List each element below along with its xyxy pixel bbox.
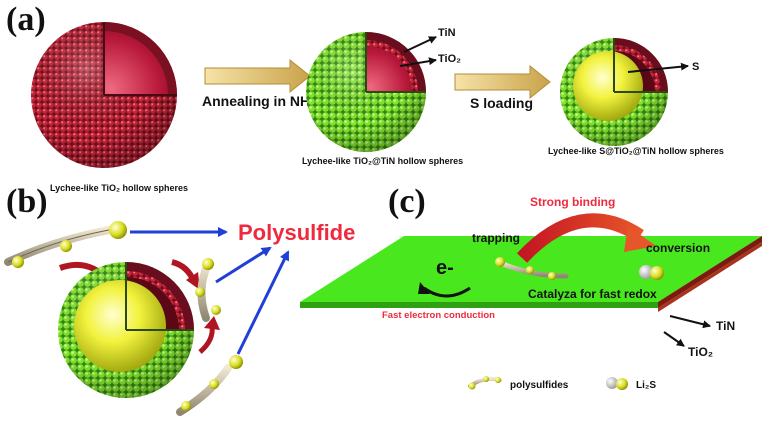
electron-flow-arrow bbox=[423, 286, 471, 298]
step-annealing-label: Annealing in NH₃ bbox=[202, 93, 317, 109]
polysulfide-label: Polysulfide bbox=[238, 220, 355, 245]
catalyze-label: Catalyza for fast redox bbox=[528, 287, 657, 301]
step-s-loading-label: S loading bbox=[470, 95, 533, 111]
legend-li2s-label: Li₂S bbox=[636, 380, 656, 391]
surface-li2s bbox=[639, 265, 664, 280]
legend-polysulfides-label: polysulfides bbox=[510, 380, 569, 391]
caption-s-tio2-tin-spheres: Lychee-like S@TiO₂@TiN hollow spheres bbox=[548, 146, 724, 156]
s-loading-arrow bbox=[454, 64, 551, 100]
panel-a-label: (a) bbox=[6, 1, 46, 38]
layer-tin-label: TiN bbox=[716, 319, 735, 333]
layer-tin-arrow bbox=[669, 315, 711, 329]
blue-arrow-bottom bbox=[236, 250, 290, 355]
tio2-tin-hollow-sphere bbox=[306, 32, 426, 152]
blue-arrow-middle bbox=[215, 246, 272, 284]
annealing-arrow bbox=[204, 58, 311, 94]
trapping-label: trapping bbox=[472, 231, 520, 245]
layer-tio2-arrow bbox=[663, 331, 685, 347]
s-tio2-tin-hollow-sphere bbox=[560, 38, 668, 146]
panel-b-label: (b) bbox=[6, 183, 48, 220]
tio2-hollow-sphere bbox=[31, 22, 177, 168]
caption-tio2-spheres: Lychee-like TiO₂ hollow spheres bbox=[50, 183, 188, 193]
callout-tio2: TiO₂ bbox=[438, 53, 461, 65]
polysulfide-chain-bottom bbox=[176, 355, 243, 416]
electron-label: e- bbox=[436, 257, 454, 279]
fast-electron-label: Fast electron conduction bbox=[382, 310, 495, 321]
polysulfide-chain-middle bbox=[195, 258, 221, 322]
panel-c-label: (c) bbox=[388, 183, 426, 220]
layer-tio2-label: TiO₂ bbox=[688, 345, 713, 359]
polysulfide-chain-top bbox=[4, 221, 127, 268]
tio2-callout-arrow bbox=[399, 57, 437, 67]
surface-polysulfide bbox=[495, 257, 569, 280]
s-tio2-tin-sphere-large bbox=[58, 262, 194, 398]
red-curved-arrow-bottom bbox=[198, 325, 215, 354]
tin-callout-arrow bbox=[403, 36, 437, 53]
callout-tin: TiN bbox=[438, 27, 456, 39]
caption-tio2-tin-spheres: Lychee-like TiO₂@TiN hollow spheres bbox=[302, 156, 463, 166]
legend-polysulfides-icon bbox=[468, 376, 502, 390]
legend-li2s-icon bbox=[606, 377, 628, 390]
s-callout-arrow bbox=[627, 62, 689, 73]
conversion-label: conversion bbox=[646, 241, 710, 255]
strong-binding-label: Strong binding bbox=[530, 195, 615, 209]
strong-binding-arrow bbox=[516, 213, 644, 263]
callout-s: S bbox=[692, 61, 699, 73]
